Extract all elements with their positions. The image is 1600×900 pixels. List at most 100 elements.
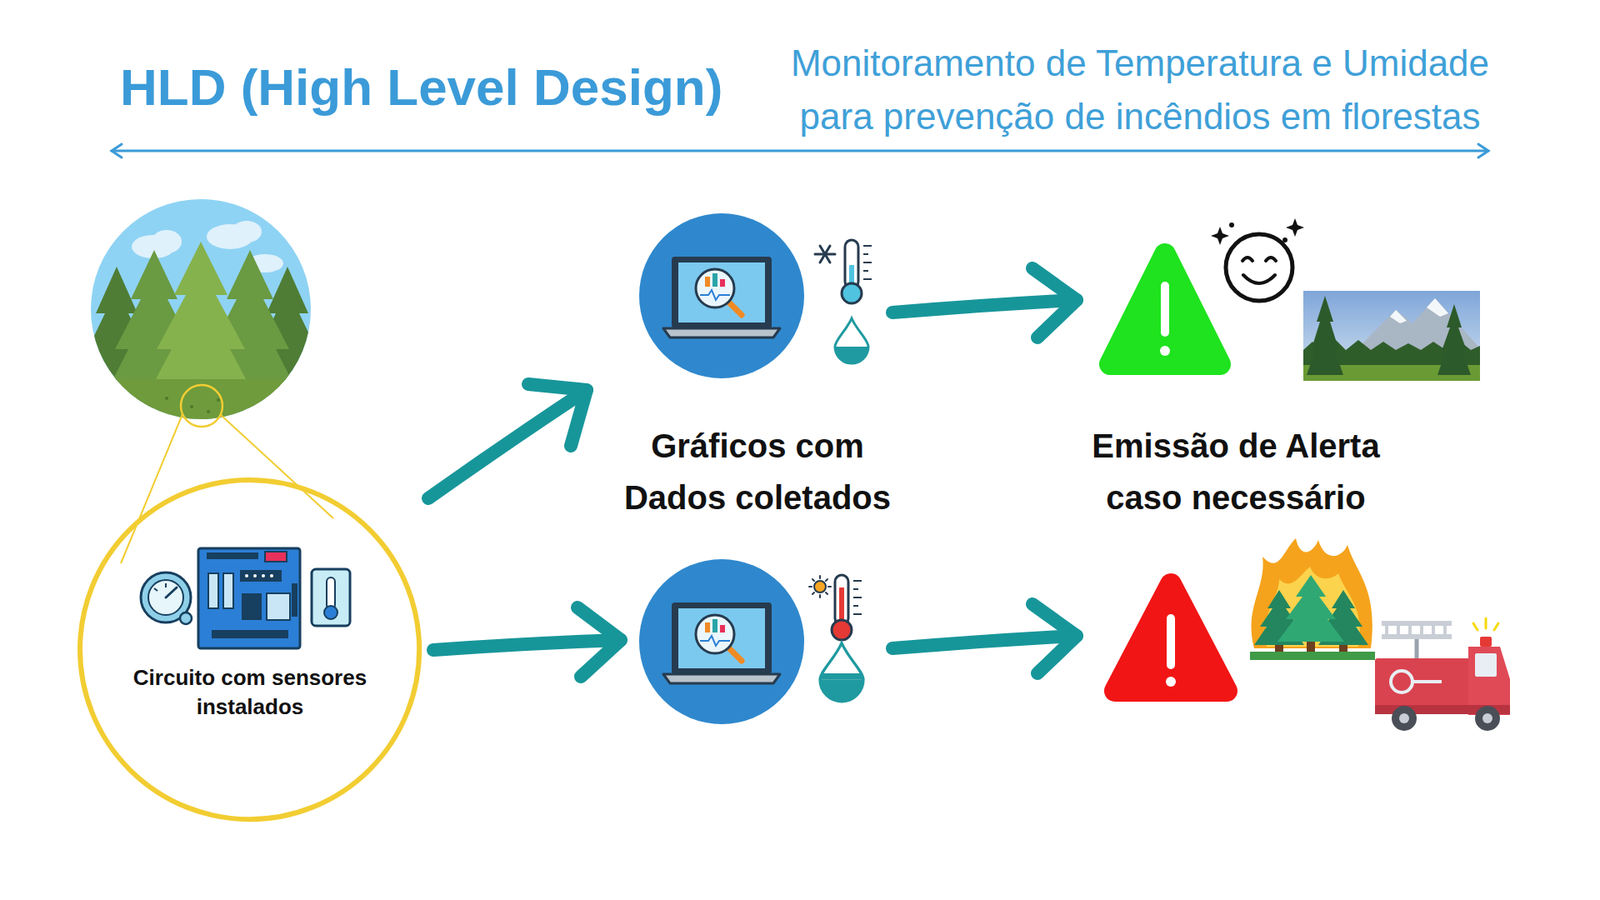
cold-thermometer <box>815 245 835 263</box>
flow-arrow <box>892 635 1077 649</box>
cold-thermometer <box>863 261 872 264</box>
circuit-board <box>206 552 259 560</box>
burning-forest <box>1251 538 1373 649</box>
circuit-board <box>245 574 249 578</box>
smiley-face <box>1229 222 1235 228</box>
healthy-forest-landscape <box>1303 290 1480 381</box>
flow-arrow <box>1032 268 1077 338</box>
fire-truck <box>1480 636 1492 647</box>
hot-thermometer <box>825 592 828 595</box>
fire-truck <box>1473 623 1478 630</box>
header-rule <box>111 150 1489 153</box>
laptop-circle <box>639 213 805 725</box>
smiley-face <box>1210 226 1230 245</box>
smiley-face <box>1225 234 1293 301</box>
burning-forest <box>1275 645 1284 653</box>
hot-thermometer <box>853 588 859 590</box>
fire-truck <box>1420 623 1424 637</box>
circle-outline <box>80 480 420 820</box>
circuit-board <box>253 574 257 578</box>
forest-scene <box>216 398 220 402</box>
fire-truck <box>1482 713 1493 724</box>
hot-thermometer <box>814 580 826 593</box>
diagram-subtitle: Monitoramento de Temperatura e Umidade p… <box>765 36 1515 144</box>
forest-scene <box>165 396 169 400</box>
red-warning-triangle <box>1165 676 1176 687</box>
zoom-callout <box>120 414 183 564</box>
smiley-face <box>1282 237 1288 243</box>
diagram-title: HLD (High Level Design) <box>120 56 723 119</box>
green-warning-triangle <box>1160 345 1170 356</box>
header-rule <box>111 144 1489 158</box>
humidity-drop <box>835 318 869 364</box>
hot-thermometer <box>809 585 812 588</box>
fire-truck <box>1390 670 1413 693</box>
circuit-board <box>270 574 274 578</box>
thermometer-sensor-icon <box>326 577 335 610</box>
green-warning-triangle <box>1160 281 1170 337</box>
gauge-icon <box>148 580 184 615</box>
laptop-circle <box>639 559 805 725</box>
humidity-drop <box>835 346 869 364</box>
smiley-face <box>1243 275 1275 284</box>
fire-truck <box>1381 634 1452 640</box>
laptop-circle <box>663 256 780 338</box>
zoom-callout <box>220 415 334 519</box>
circuit-board <box>240 570 282 582</box>
healthy-forest-landscape <box>1303 290 1480 381</box>
zoom-callout <box>180 385 223 427</box>
gauge-icon <box>180 612 192 625</box>
humidity-drop <box>835 318 869 364</box>
smiley-face <box>1285 218 1305 237</box>
gauge-icon <box>165 587 177 598</box>
fire-truck <box>1381 620 1452 626</box>
hot-thermometer <box>828 585 831 588</box>
fire-truck <box>1375 618 1510 731</box>
circuit-board <box>208 573 219 609</box>
circuit-board <box>223 573 234 609</box>
humidity-drop <box>820 673 864 680</box>
circuit-board <box>265 551 287 562</box>
laptop-circle <box>639 213 805 379</box>
hot-thermometer <box>809 575 862 640</box>
circuit-board <box>241 593 262 620</box>
fire-truck <box>1473 618 1499 630</box>
cold-thermometer <box>841 283 862 304</box>
healthy-forest-landscape <box>1437 304 1471 375</box>
hot-thermometer <box>812 579 815 581</box>
healthy-forest-landscape <box>1426 298 1449 317</box>
hot-thermometer <box>831 620 852 640</box>
fire-truck <box>1412 680 1442 684</box>
burning-forest <box>1277 575 1345 642</box>
fire-truck <box>1475 705 1500 731</box>
header-rule <box>1478 144 1489 158</box>
fire-truck <box>1385 623 1389 637</box>
hot-thermometer <box>853 580 862 582</box>
circuit-board <box>198 548 300 649</box>
node-text: Circuito com sensores instalados <box>100 663 400 722</box>
header-rule <box>111 144 122 158</box>
flow-arrow <box>433 640 621 650</box>
circuit-board <box>291 583 298 617</box>
fire-truck <box>1396 623 1400 637</box>
flow-arrow <box>428 390 587 499</box>
humidity-drop <box>820 643 864 702</box>
fire-truck <box>1415 639 1420 659</box>
circuit-board <box>211 630 289 639</box>
green-warning-triangle <box>1110 254 1220 365</box>
burning-forest <box>1250 538 1375 660</box>
flow-arrow <box>428 268 1077 677</box>
zoom-callout <box>120 385 334 564</box>
circuit-board <box>261 574 265 578</box>
laptop-circle <box>663 602 780 684</box>
cold-thermometer <box>863 253 869 255</box>
cold-thermometer <box>815 240 872 304</box>
hot-thermometer <box>812 592 815 595</box>
smiley-face <box>1265 257 1276 261</box>
gauge-icon <box>165 583 167 588</box>
fire-truck <box>1485 618 1488 629</box>
flow-arrow <box>577 607 621 677</box>
red-warning-triangle <box>1115 584 1227 691</box>
humidity-drop <box>820 643 864 702</box>
